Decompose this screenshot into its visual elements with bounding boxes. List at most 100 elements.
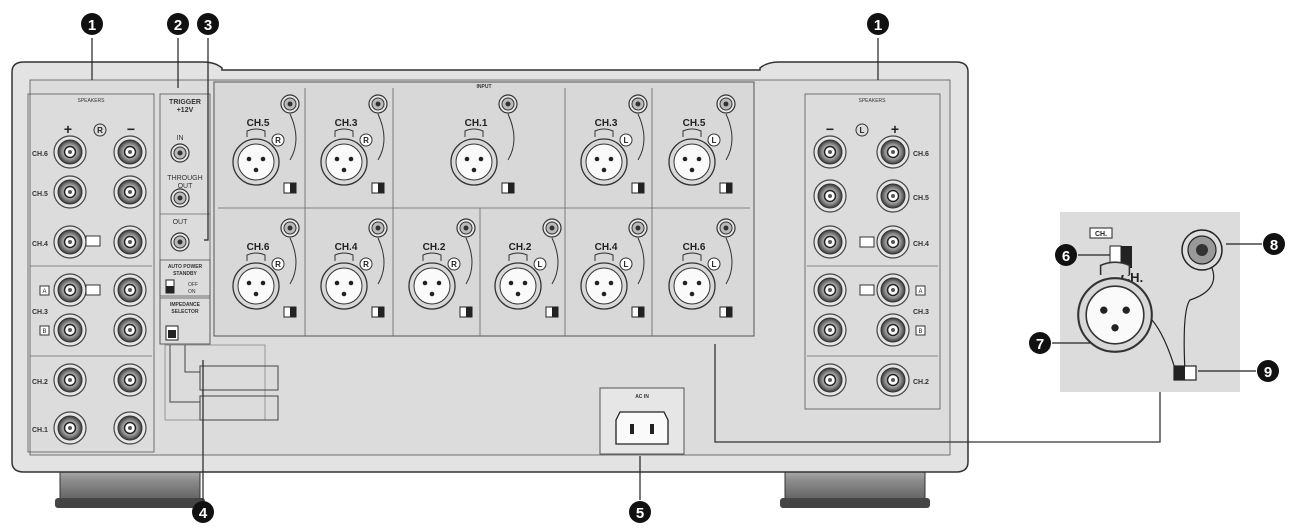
input-rca-jack[interactable]	[456, 218, 476, 238]
left-minus-label: −	[127, 121, 135, 137]
left-ch4-label: CH.4	[32, 241, 48, 248]
binding-post[interactable]	[813, 179, 847, 213]
svg-text:1: 1	[88, 17, 96, 34]
input-bottom-side: R	[363, 260, 369, 269]
input-top-label: CH.3	[335, 118, 358, 129]
trigger-out-jack[interactable]	[170, 232, 190, 252]
callout-7: 7	[1029, 332, 1051, 354]
callout-1-right: 1	[867, 13, 889, 35]
input-switch[interactable]	[719, 306, 733, 318]
svg-text:8: 8	[1270, 237, 1278, 254]
input-bottom-side: L	[538, 260, 543, 269]
input-bottom-cell: CH.2R	[408, 218, 476, 318]
detail-switch-label: CH.	[1095, 231, 1107, 238]
right-speakers-panel: SPEAKERS − L + CH.6 CH.5 CH.4 A CH.3 B C…	[804, 93, 941, 410]
svg-text:5: 5	[636, 505, 644, 522]
input-rca-jack[interactable]	[542, 218, 562, 238]
binding-post[interactable]	[113, 363, 147, 397]
binding-post[interactable]	[813, 313, 847, 347]
binding-post[interactable]	[53, 175, 87, 209]
impedance-title2: SELECTOR	[171, 309, 199, 315]
callout-9: 9	[1257, 360, 1279, 382]
binding-post[interactable]	[53, 135, 87, 169]
binding-post[interactable]	[113, 225, 147, 259]
trigger-through-jack[interactable]	[170, 188, 190, 208]
input-switch[interactable]	[501, 182, 515, 194]
binding-post[interactable]	[53, 225, 87, 259]
binding-post[interactable]	[876, 225, 910, 259]
input-top-label: CH.5	[247, 118, 270, 129]
right-minus-label: −	[826, 121, 834, 137]
right-b-label: B	[918, 329, 922, 335]
left-plus-label: +	[64, 121, 72, 137]
binding-post[interactable]	[113, 313, 147, 347]
binding-post[interactable]	[813, 135, 847, 169]
input-top-cell: CH.3R	[320, 94, 388, 194]
input-switch[interactable]	[631, 306, 645, 318]
impedance-title1: IMPEDANCE	[170, 302, 201, 308]
binding-post[interactable]	[113, 135, 147, 169]
binding-post[interactable]	[53, 273, 87, 307]
input-rca-jack[interactable]	[280, 94, 300, 114]
binding-post[interactable]	[813, 363, 847, 397]
binding-post[interactable]	[113, 411, 147, 445]
trigger-voltage: +12V	[177, 107, 194, 114]
input-bottom-label: CH.4	[595, 242, 618, 253]
left-b-label: B	[42, 329, 46, 335]
binding-post[interactable]	[813, 273, 847, 307]
input-rca-jack[interactable]	[628, 94, 648, 114]
ac-inlet[interactable]	[615, 411, 669, 445]
input-switch[interactable]	[459, 306, 473, 318]
input-switch[interactable]	[371, 182, 385, 194]
input-switch[interactable]	[631, 182, 645, 194]
right-a-label: A	[918, 289, 922, 295]
input-top-label: CH.3	[595, 118, 618, 129]
input-switch[interactable]	[719, 182, 733, 194]
binding-post[interactable]	[53, 363, 87, 397]
binding-post[interactable]	[53, 313, 87, 347]
left-speakers-panel: SPEAKERS + R − CH.6 CH.5 CH.4 A CH.3 B C…	[27, 93, 155, 453]
input-top-side: R	[363, 136, 369, 145]
trigger-in-jack[interactable]	[170, 143, 190, 163]
binding-post[interactable]	[876, 363, 910, 397]
binding-post[interactable]	[876, 313, 910, 347]
binding-post[interactable]	[876, 273, 910, 307]
leader-lines	[91, 38, 1262, 500]
auto-power-on: ON	[188, 289, 196, 295]
callout-1-left: 1	[81, 13, 103, 35]
input-top-label: CH.1	[465, 118, 488, 129]
detail-connection-switch[interactable]	[1173, 365, 1197, 381]
input-rca-jack[interactable]	[498, 94, 518, 114]
input-switch[interactable]	[371, 306, 385, 318]
input-switch[interactable]	[545, 306, 559, 318]
right-ch5-label: CH.5	[913, 195, 929, 202]
left-foot	[55, 461, 205, 508]
input-rca-jack[interactable]	[368, 218, 388, 238]
left-ch2-label: CH.2	[32, 379, 48, 386]
left-ch3-label: CH.3	[32, 309, 48, 316]
input-rca-jack[interactable]	[368, 94, 388, 114]
binding-post[interactable]	[876, 179, 910, 213]
input-rca-jack[interactable]	[716, 218, 736, 238]
input-rca-jack[interactable]	[628, 218, 648, 238]
input-bottom-label: CH.6	[247, 242, 270, 253]
binding-post[interactable]	[53, 411, 87, 445]
binding-post[interactable]	[813, 225, 847, 259]
svg-text:9: 9	[1264, 364, 1272, 381]
input-bottom-side: L	[624, 260, 629, 269]
binding-post[interactable]	[113, 273, 147, 307]
input-top-cell: CH.5R	[232, 94, 300, 194]
binding-post[interactable]	[113, 175, 147, 209]
input-rca-jack[interactable]	[716, 94, 736, 114]
callout-2: 2	[167, 13, 189, 35]
input-switch[interactable]	[283, 182, 297, 194]
callout-4: 4	[192, 501, 214, 523]
input-rca-jack[interactable]	[280, 218, 300, 238]
input-top-cell: CH.5L	[668, 94, 736, 194]
input-bottom-cell: CH.4L	[580, 218, 648, 318]
ac-in-label: AC IN	[635, 394, 649, 400]
input-switch[interactable]	[283, 306, 297, 318]
binding-post[interactable]	[876, 135, 910, 169]
detail-rca-jack[interactable]	[1181, 229, 1223, 271]
